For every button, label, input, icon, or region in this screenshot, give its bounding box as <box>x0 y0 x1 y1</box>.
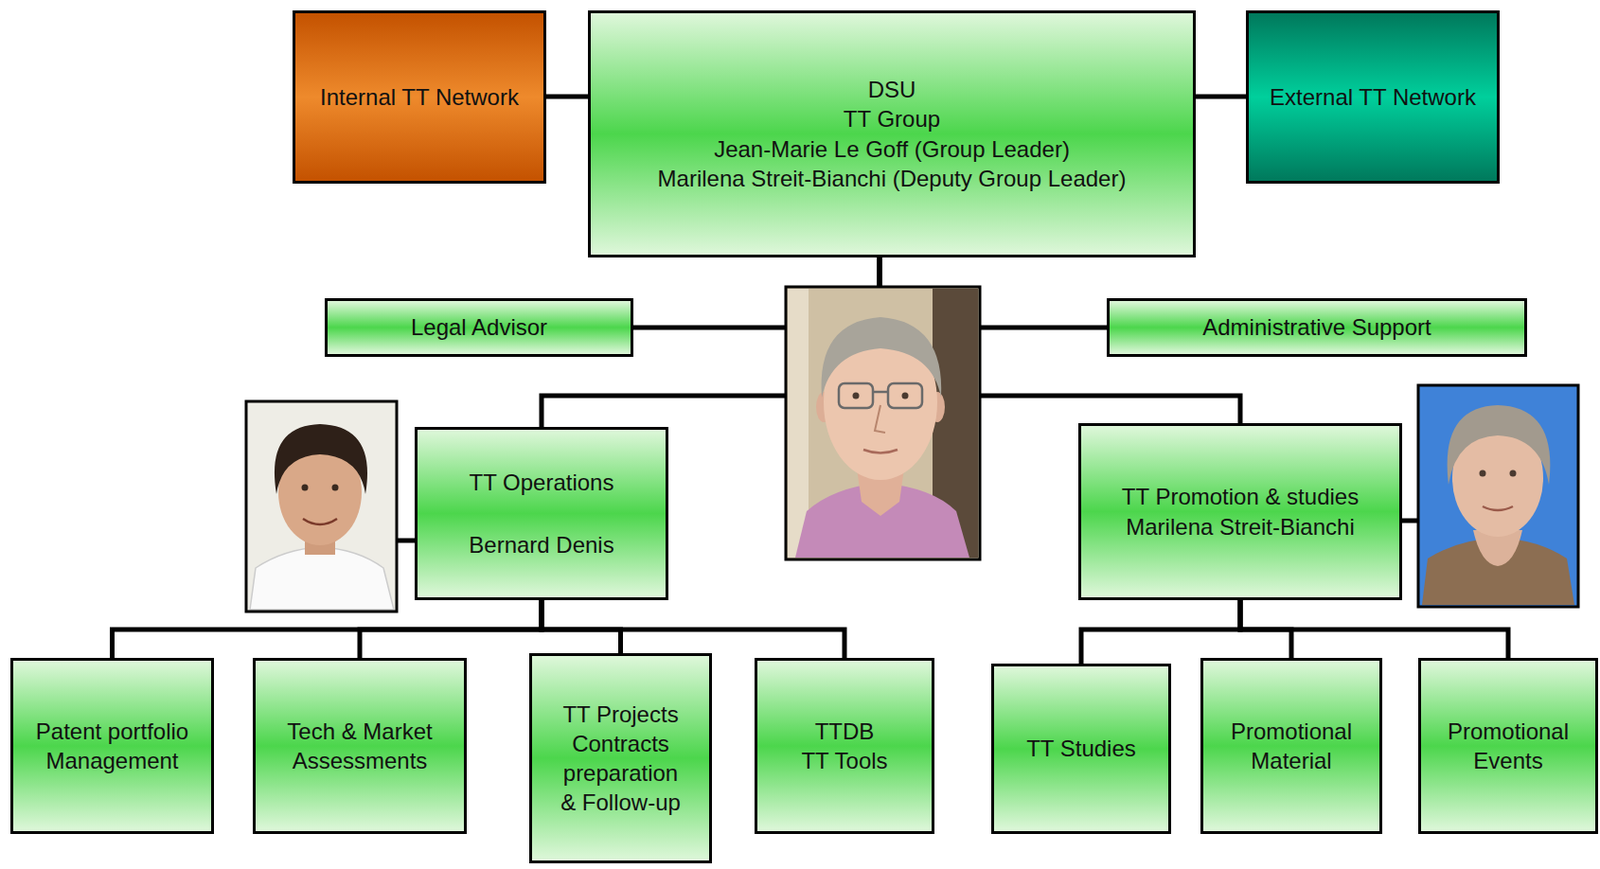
node-label: External TT Network <box>1269 82 1476 112</box>
network-box: Internal TT Network <box>292 10 547 184</box>
node-subtext: Bernard Denis <box>468 530 614 560</box>
connector-line <box>541 600 845 658</box>
portrait-glasses <box>838 383 873 409</box>
portrait-eye <box>853 392 860 400</box>
portrait-shirt <box>249 547 394 610</box>
node-subtext: TT Tools <box>800 746 888 776</box>
node-label: Patent portfolio Management <box>18 716 206 776</box>
task-box: TTDBTT Tools <box>754 657 935 835</box>
portrait-frame <box>246 401 397 612</box>
portrait-background <box>785 286 980 560</box>
node-subtext: Marilena Streit-Bianchi <box>1125 512 1354 542</box>
section-box: TT Promotion & studiesMarilena Streit-Bi… <box>1078 423 1403 601</box>
node-label: TT Promotion & studies <box>1121 481 1359 512</box>
node-label: DSU <box>868 74 917 105</box>
node-label: Administrative Support <box>1202 312 1431 342</box>
attach-line <box>1400 518 1419 524</box>
portrait-eye <box>1479 470 1487 478</box>
portrait-glasses <box>872 391 889 394</box>
portrait-hair <box>274 424 368 495</box>
task-box: TT Projects Contracts preparation & Foll… <box>529 653 712 864</box>
portrait-eye <box>902 392 909 400</box>
section-box: TT OperationsBernard Denis <box>414 426 669 601</box>
portrait-mouth <box>302 518 338 525</box>
network-box: External TT Network <box>1245 10 1500 184</box>
task-box: Promotional Events <box>1418 657 1599 835</box>
connector-line <box>1195 94 1246 100</box>
node-label: TT Operations <box>469 467 615 498</box>
connector-line <box>541 600 622 654</box>
connector-line <box>546 94 588 100</box>
portrait-mouth <box>863 449 898 454</box>
attach-line <box>396 538 417 544</box>
task-box: TT Studies <box>991 663 1172 835</box>
connector-line <box>1240 600 1509 658</box>
portrait-background <box>1418 385 1579 607</box>
task-box: Patent portfolio Management <box>10 657 214 835</box>
node-label: Promotional Material <box>1212 716 1370 776</box>
node-label: TT Studies <box>1026 733 1137 764</box>
node-subtext: Marilena Streit-Bianchi (Deputy Group Le… <box>657 163 1127 194</box>
task-box: Promotional Material <box>1200 657 1383 835</box>
portrait-eye <box>1510 470 1517 478</box>
node-label: TTDB <box>815 716 875 747</box>
task-box: Tech & Market Assessments <box>252 657 467 835</box>
node-label: Legal Advisor <box>410 312 548 342</box>
role-box: Administrative Support <box>1106 298 1528 357</box>
portrait-frame <box>785 286 980 560</box>
portrait-nose <box>874 405 886 433</box>
connector-line <box>1081 600 1241 664</box>
portrait-eye <box>332 484 339 492</box>
portrait-mouth <box>1482 506 1513 511</box>
role-box: Legal Advisor <box>324 298 634 357</box>
portrait-hair <box>1447 405 1551 485</box>
group-box: DSUTT GroupJean-Marie Le Goff (Group Lea… <box>587 10 1196 258</box>
node-subtext: Jean-Marie Le Goff (Group Leader) <box>713 134 1070 164</box>
portrait-frame <box>1418 385 1579 607</box>
portrait-background <box>246 401 397 612</box>
portrait-eye <box>302 484 309 492</box>
portrait-glasses <box>888 383 923 409</box>
node-label: Internal TT Network <box>320 82 519 112</box>
node-label: Tech & Market Assessments <box>265 716 455 776</box>
node-subtext: TT Group <box>843 104 941 134</box>
node-label: Promotional Events <box>1430 716 1586 776</box>
node-label: TT Projects Contracts preparation & Foll… <box>556 699 685 818</box>
